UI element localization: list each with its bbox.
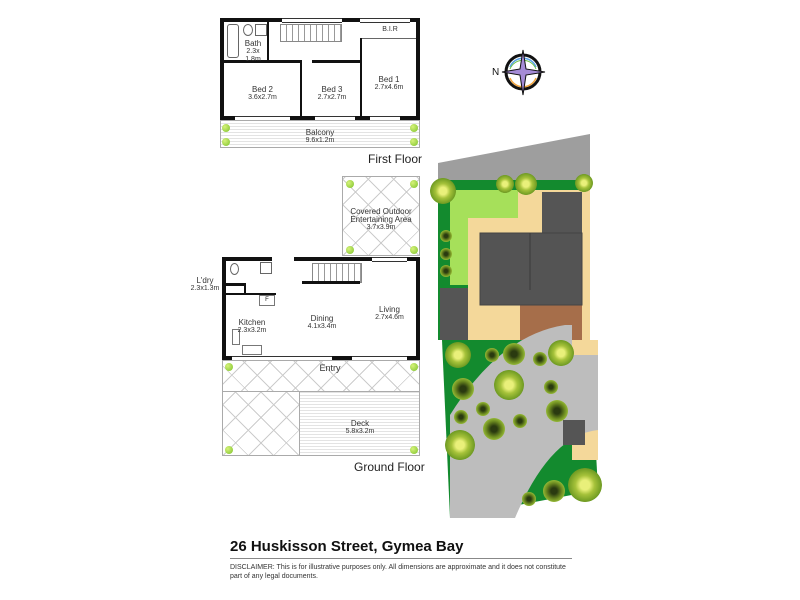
shrub-icon	[543, 480, 565, 502]
shrub-icon	[452, 378, 474, 400]
staircase	[312, 263, 362, 283]
wall	[226, 293, 276, 295]
shrub-icon	[440, 265, 452, 277]
shrub-icon	[476, 402, 490, 416]
shrub-icon	[440, 248, 452, 260]
staircase	[280, 24, 342, 42]
planter-dot	[410, 180, 418, 188]
built-in-robe	[360, 22, 416, 39]
wall	[222, 257, 226, 360]
divider	[230, 558, 572, 559]
palm-tree-icon	[575, 174, 593, 192]
planter-dot	[225, 363, 233, 371]
bathtub	[227, 24, 239, 58]
planter-dot	[346, 246, 354, 254]
shrub-icon	[454, 410, 468, 424]
laundry-tub	[260, 262, 272, 274]
wall	[416, 18, 420, 120]
planter-dot	[346, 180, 354, 188]
side-paving	[222, 391, 300, 456]
window	[372, 257, 407, 262]
shrub-icon	[503, 343, 525, 365]
covered-outdoor-area	[342, 176, 420, 256]
property-address: 26 Huskisson Street, Gymea Bay	[230, 538, 464, 555]
palm-tree-icon	[445, 430, 475, 460]
sink	[242, 345, 262, 355]
shrub-icon	[440, 230, 452, 242]
planter-dot	[410, 138, 418, 146]
shrub-icon	[522, 492, 536, 506]
first-floor-title: First Floor	[368, 152, 422, 166]
palm-tree-icon	[496, 175, 514, 193]
balcony	[220, 120, 420, 148]
basin	[255, 24, 267, 36]
planter-dot	[222, 124, 230, 132]
shrub-icon	[533, 352, 547, 366]
shrub-icon	[483, 418, 505, 440]
wall	[222, 257, 272, 261]
deck	[299, 391, 420, 456]
palm-tree-icon	[430, 178, 456, 204]
palm-tree-icon	[568, 468, 602, 502]
fridge: F	[259, 295, 275, 306]
toilet	[243, 24, 253, 36]
wall	[302, 281, 360, 284]
shrub-icon	[513, 414, 527, 428]
palm-tree-icon	[494, 370, 524, 400]
shrub-icon	[546, 400, 568, 422]
wall	[220, 60, 300, 63]
wall	[360, 38, 362, 120]
site-plan	[430, 130, 610, 530]
room-bir: B.I.R	[382, 26, 398, 33]
planter-dot	[410, 446, 418, 454]
compass-rose-icon: N	[490, 45, 550, 100]
room-entry: Entry	[319, 363, 341, 373]
wall	[416, 257, 420, 360]
planter-dot	[222, 138, 230, 146]
toilet	[230, 263, 239, 275]
palm-tree-icon	[445, 342, 471, 368]
svg-text:N: N	[492, 67, 499, 78]
window	[360, 18, 410, 23]
planter-dot	[410, 124, 418, 132]
ground-floor-title: Ground Floor	[354, 460, 425, 474]
kitchen-bench	[232, 329, 240, 345]
palm-tree-icon	[515, 173, 537, 195]
window	[282, 18, 342, 23]
wall	[244, 283, 246, 293]
wall	[267, 22, 269, 62]
wall	[300, 60, 302, 120]
disclaimer-text: DISCLAIMER: This is for illustrative pur…	[230, 564, 566, 580]
planter-dot	[410, 363, 418, 371]
wall	[312, 60, 362, 63]
shrub-icon	[485, 348, 499, 362]
wall	[220, 18, 224, 120]
palm-tree-icon	[548, 340, 574, 366]
planter-dot	[225, 446, 233, 454]
shrub-icon	[544, 380, 558, 394]
planter-dot	[410, 246, 418, 254]
wall	[226, 283, 244, 286]
wall	[294, 257, 420, 261]
